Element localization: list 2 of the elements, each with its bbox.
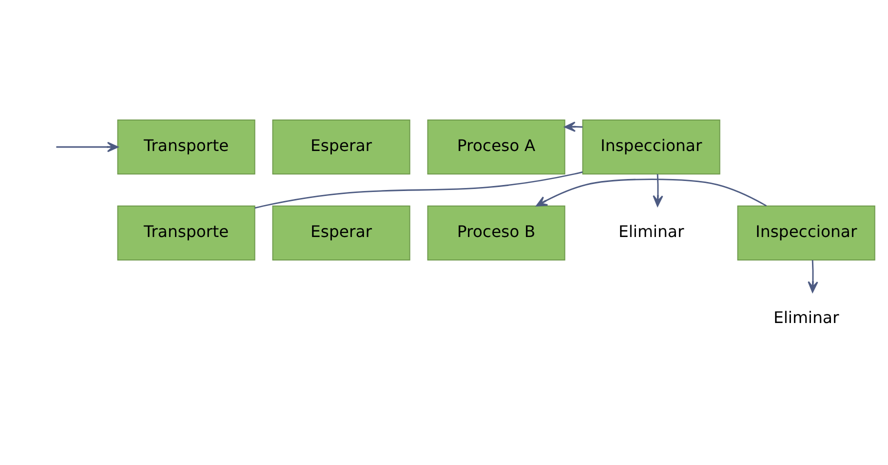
node-text: Eliminar [773,307,840,326]
node-text: Eliminar [618,221,684,240]
